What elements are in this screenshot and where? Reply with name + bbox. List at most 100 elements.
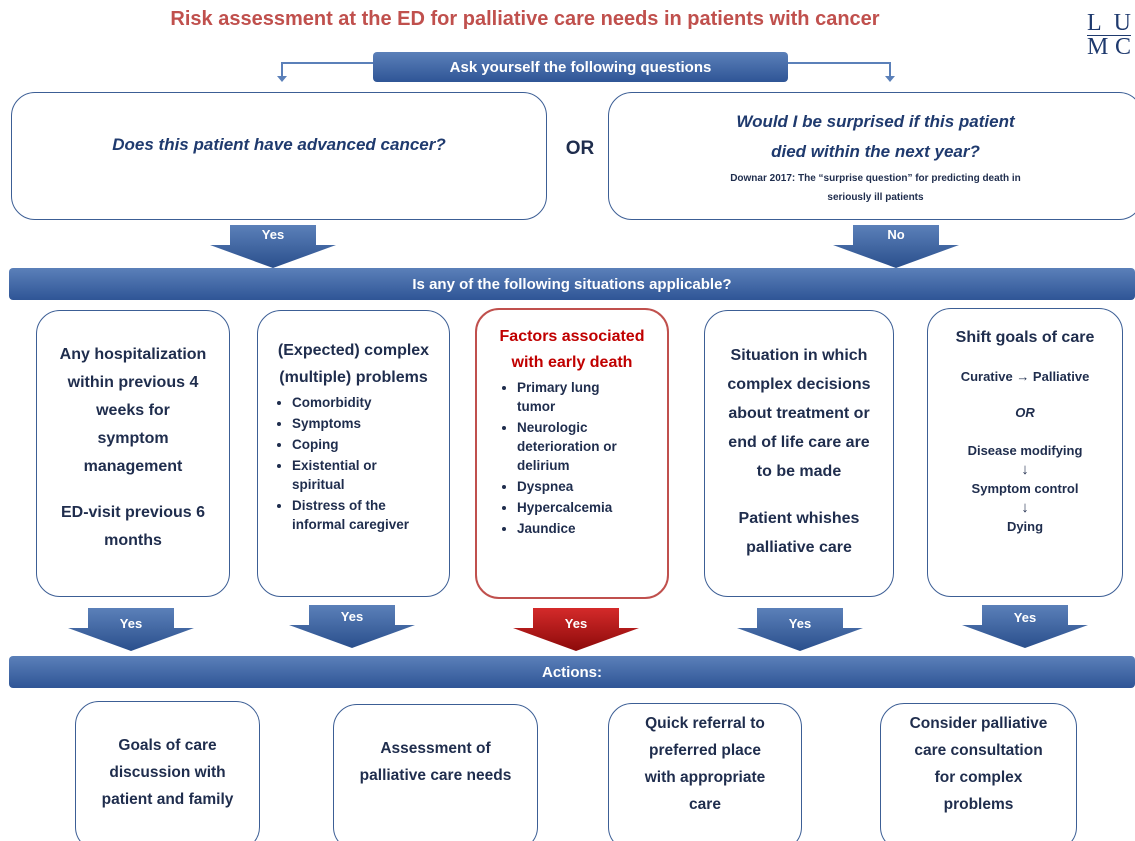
list-item: Dyspnea xyxy=(517,477,657,496)
down-arrow-icon: ↓ xyxy=(1021,461,1029,478)
early-death-factors-box: Factors associated with early death Prim… xyxy=(475,308,669,599)
advanced-cancer-question: Does this patient have advanced cancer? xyxy=(112,135,446,154)
hospitalization-line: Any hospitalization xyxy=(59,346,207,363)
action-line: with appropriate xyxy=(644,769,766,786)
action-assessment: Assessment of palliative care needs xyxy=(333,704,538,841)
down-arrow-icon xyxy=(210,225,336,268)
list-item: Coping xyxy=(292,435,441,454)
shift-goals-box: Shift goals of care Curative → Palliativ… xyxy=(927,308,1123,597)
connector-right-head xyxy=(885,76,895,82)
down-arrow-icon xyxy=(513,608,639,651)
surprise-question-line2: died within the next year? xyxy=(771,142,980,161)
action-line: palliative care needs xyxy=(359,767,512,784)
decisions-line: complex decisions xyxy=(727,376,871,393)
reference-line2: seriously ill patients xyxy=(827,192,924,203)
connector-right-h xyxy=(787,62,890,64)
decisions-line: to be made xyxy=(756,463,842,480)
logo-letter-c: C xyxy=(1114,33,1131,60)
down-arrow-icon xyxy=(289,605,415,648)
yes-arrow-3: Yes xyxy=(511,608,641,652)
complex-heading-line1: (Expected) complex xyxy=(277,342,430,359)
action-line: Consider palliative xyxy=(909,715,1048,732)
ed-visit-line: ED-visit previous 6 xyxy=(60,504,206,521)
early-death-factors-list: Primary lung tumor Neurologic deteriorat… xyxy=(477,378,667,540)
down-arrow-icon: ↓ xyxy=(1021,499,1029,516)
hospitalization-line: weeks for xyxy=(96,402,170,419)
actions-banner: Actions: xyxy=(9,656,1135,688)
connector-left-head xyxy=(277,76,287,82)
yes-arrow-left: Yes xyxy=(208,225,338,269)
down-arrow-icon xyxy=(737,608,863,651)
hospitalization-line: symptom xyxy=(97,430,169,447)
complex-heading-line2: (multiple) problems xyxy=(279,369,428,386)
list-item: Symptoms xyxy=(292,414,441,433)
logo-letter-u: U xyxy=(1113,10,1131,36)
action-line: preferred place xyxy=(649,742,761,759)
hospitalization-box: Any hospitalization within previous 4 we… xyxy=(36,310,230,597)
disease-modifying: Disease modifying xyxy=(967,443,1083,458)
logo-letter-l: L xyxy=(1087,10,1102,36)
action-line: Quick referral to xyxy=(645,715,765,732)
surprise-question-line1: Would I be surprised if this patient xyxy=(736,112,1015,131)
curative-to-palliative: Curative → Palliative xyxy=(960,369,1090,384)
list-item: Comorbidity xyxy=(292,393,441,412)
complex-decisions-box: Situation in which complex decisions abo… xyxy=(704,310,894,597)
yes-label: Yes xyxy=(564,616,588,631)
yes-label: Yes xyxy=(119,616,143,631)
hospitalization-line: management xyxy=(83,458,183,475)
list-item: Distress of the informal caregiver xyxy=(292,496,441,534)
action-consult: Consider palliative care consultation fo… xyxy=(880,703,1077,841)
action-line: problems xyxy=(943,796,1014,813)
no-label: No xyxy=(887,227,905,242)
yes-label: Yes xyxy=(1013,610,1037,625)
action-line: for complex xyxy=(934,769,1023,786)
yes-label: Yes xyxy=(340,609,364,624)
ask-banner: Ask yourself the following questions xyxy=(373,52,788,82)
reference-line1: Downar 2017: The “surprise question” for… xyxy=(730,173,1021,184)
ed-visit-line: months xyxy=(104,532,162,549)
no-arrow-right: No xyxy=(831,225,961,269)
advanced-cancer-question-box: Does this patient have advanced cancer? xyxy=(11,92,547,220)
yes-label: Yes xyxy=(261,227,285,242)
list-item: Existential or spiritual xyxy=(292,456,441,494)
decisions-line: Situation in which xyxy=(730,347,868,364)
action-line: patient and family xyxy=(101,791,234,808)
yes-arrow-4: Yes xyxy=(735,608,865,652)
yes-arrow-2: Yes xyxy=(287,605,417,649)
factors-heading-line1: Factors associated xyxy=(499,328,645,345)
yes-arrow-5: Yes xyxy=(960,605,1090,649)
action-line: discussion with xyxy=(109,764,226,781)
decisions-line: end of life care are xyxy=(728,434,870,451)
action-line: Assessment of xyxy=(380,740,491,757)
action-quick-referral: Quick referral to preferred place with a… xyxy=(608,703,802,841)
action-line: care xyxy=(689,796,721,813)
list-item: Hypercalcemia xyxy=(517,498,657,517)
dying: Dying xyxy=(1006,519,1044,534)
complex-problems-box: (Expected) complex (multiple) problems C… xyxy=(257,310,450,597)
decisions-line: about treatment or xyxy=(728,405,870,422)
connector-right-v xyxy=(889,62,891,80)
wish-line: Patient whishes xyxy=(738,510,860,527)
or-label: OR xyxy=(565,138,595,159)
action-goals-of-care: Goals of care discussion with patient an… xyxy=(75,701,260,841)
down-arrow-icon xyxy=(68,608,194,651)
action-line: care consultation xyxy=(914,742,1043,759)
factors-heading-line2: with early death xyxy=(511,354,633,371)
connector-left-v xyxy=(281,62,283,80)
action-line: Goals of care xyxy=(118,737,217,754)
list-item: Primary lung tumor xyxy=(517,378,657,416)
list-item: Jaundice xyxy=(517,519,657,538)
complex-problems-list: Comorbidity Symptoms Coping Existential … xyxy=(258,393,449,536)
wish-line: palliative care xyxy=(746,539,852,556)
page-title: Risk assessment at the ED for palliative… xyxy=(170,8,880,30)
down-arrow-icon xyxy=(833,225,959,268)
connector-left-h xyxy=(281,62,373,64)
shift-or: OR xyxy=(1015,405,1035,420)
yes-arrow-1: Yes xyxy=(66,608,196,652)
hospitalization-line: within previous 4 xyxy=(67,374,199,391)
down-arrow-icon xyxy=(962,605,1088,648)
symptom-control: Symptom control xyxy=(971,481,1079,496)
situations-banner: Is any of the following situations appli… xyxy=(9,268,1135,300)
yes-label: Yes xyxy=(788,616,812,631)
